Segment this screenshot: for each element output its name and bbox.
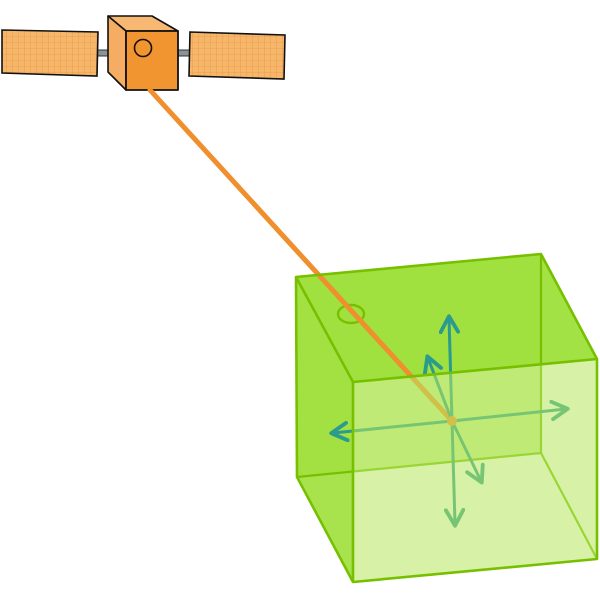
beam-entry-marker: [336, 303, 366, 325]
cube-front-face: [353, 359, 597, 582]
right-solar-panel: [188, 31, 286, 80]
satellite-sensor: [133, 38, 153, 58]
right-boom: [177, 49, 191, 57]
satellite-beam: [147, 87, 455, 424]
cube-outline: [294, 252, 599, 584]
cube-front: [294, 252, 599, 584]
satellite-body: [107, 15, 179, 91]
satellite-icon: [1, 15, 286, 91]
left-solar-panel: [1, 29, 99, 77]
